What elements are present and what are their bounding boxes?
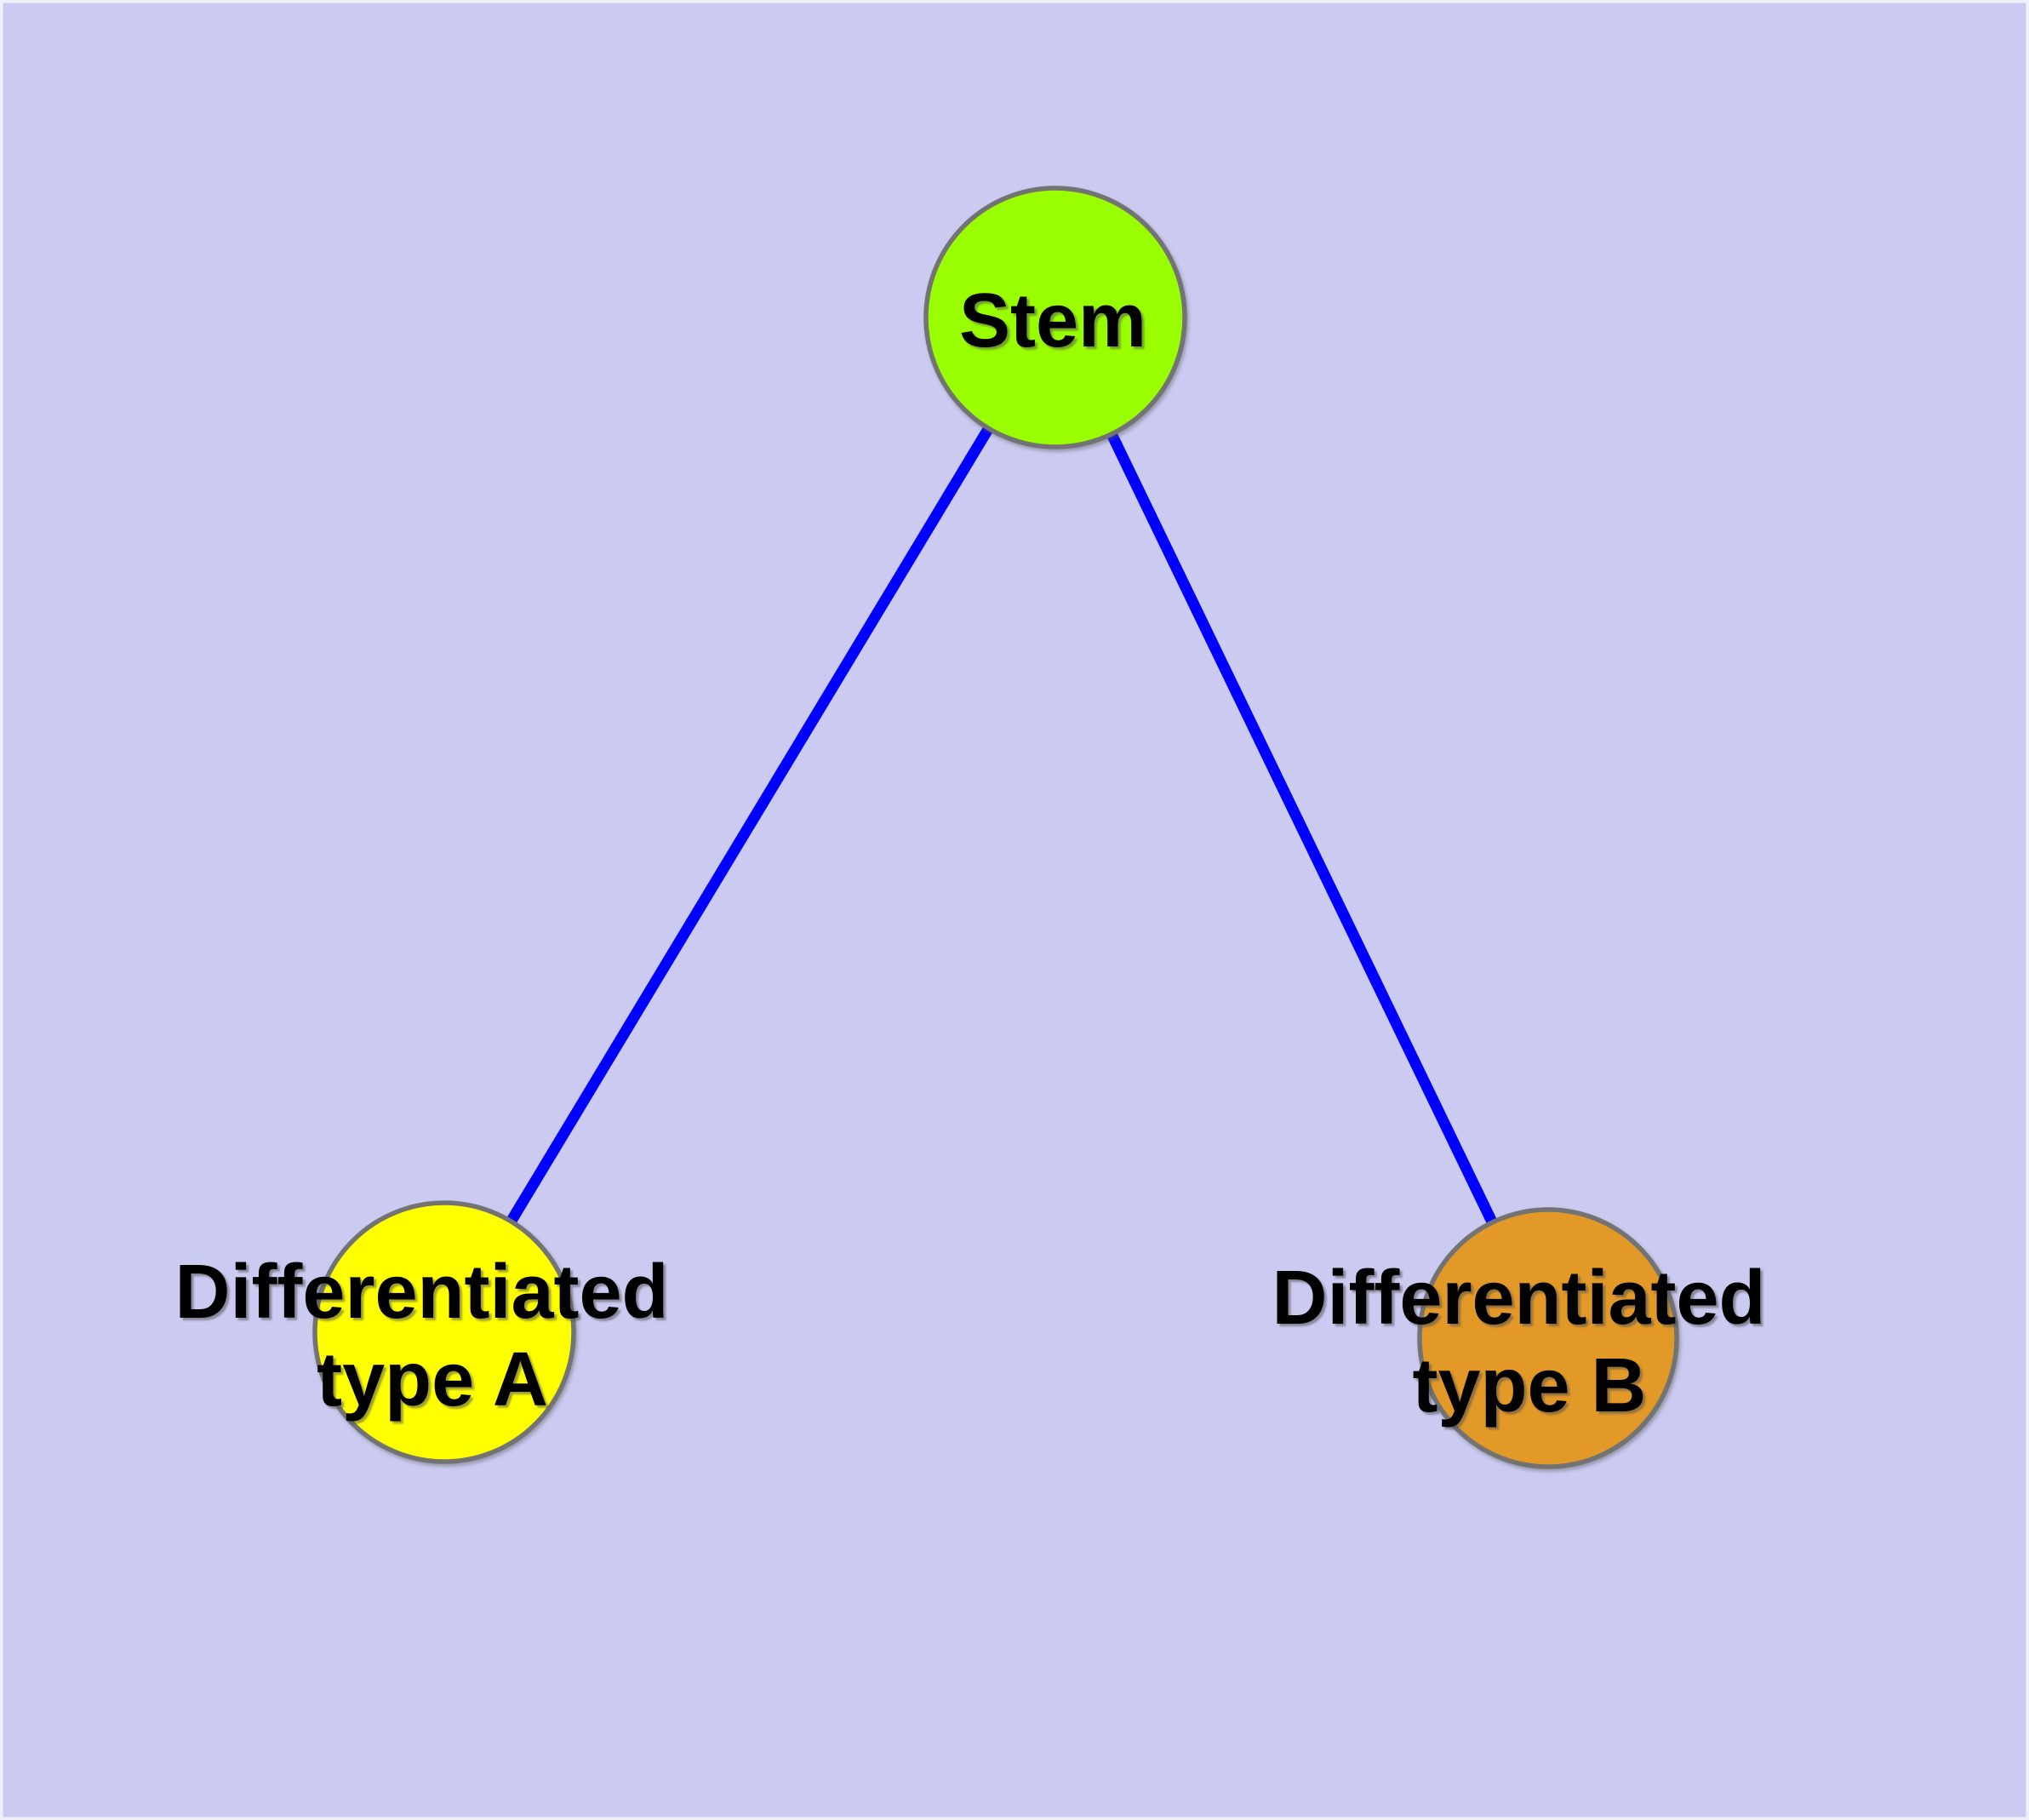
node-type-b-label-line-1: Differentiated <box>1272 1256 1765 1341</box>
node-stem-circle <box>923 186 1187 449</box>
node-type-b-label-line-2: type B <box>1412 1343 1646 1428</box>
edge-stem-to-type-a <box>439 314 1060 1336</box>
node-type-a-label-line-2: type A <box>317 1337 548 1422</box>
node-type-a-label-line-1: Differentiated <box>174 1250 668 1335</box>
edge-stem-to-type-b <box>1050 315 1553 1341</box>
node-type-b-circle <box>1417 1207 1679 1469</box>
node-type-a-circle <box>312 1200 576 1464</box>
node-type-b-label: Differentiated type B <box>1272 1256 1786 1428</box>
node-stem-label: Stem <box>959 278 1146 363</box>
node-type-a-label: Differentiated type A <box>174 1250 689 1422</box>
